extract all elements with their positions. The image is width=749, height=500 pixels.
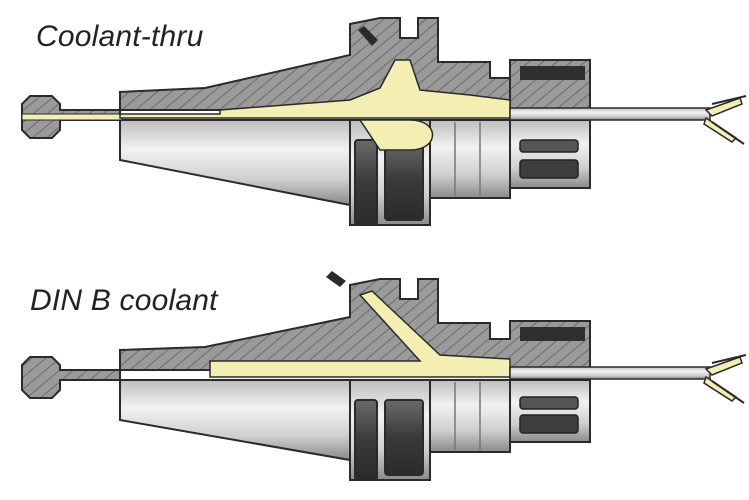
holder-section-upper — [119, 17, 591, 111]
drill-tip-icon — [711, 354, 747, 404]
retention-knob — [21, 95, 123, 139]
tool-holder-din-b-coolant — [21, 271, 747, 481]
label-coolant-thru: Coolant-thru — [36, 20, 204, 53]
holder-section-upper — [119, 278, 591, 371]
cutting-tool — [509, 95, 747, 145]
holder-lower-body — [119, 379, 591, 481]
plug-icon — [326, 271, 346, 287]
cutting-tool — [509, 354, 747, 404]
tool-holder-coolant-thru — [21, 17, 747, 226]
holder-lower-body — [119, 119, 591, 226]
label-din-b-coolant: DIN B coolant — [30, 284, 218, 317]
drill-tip-icon — [711, 95, 747, 145]
retention-knob — [21, 356, 121, 399]
